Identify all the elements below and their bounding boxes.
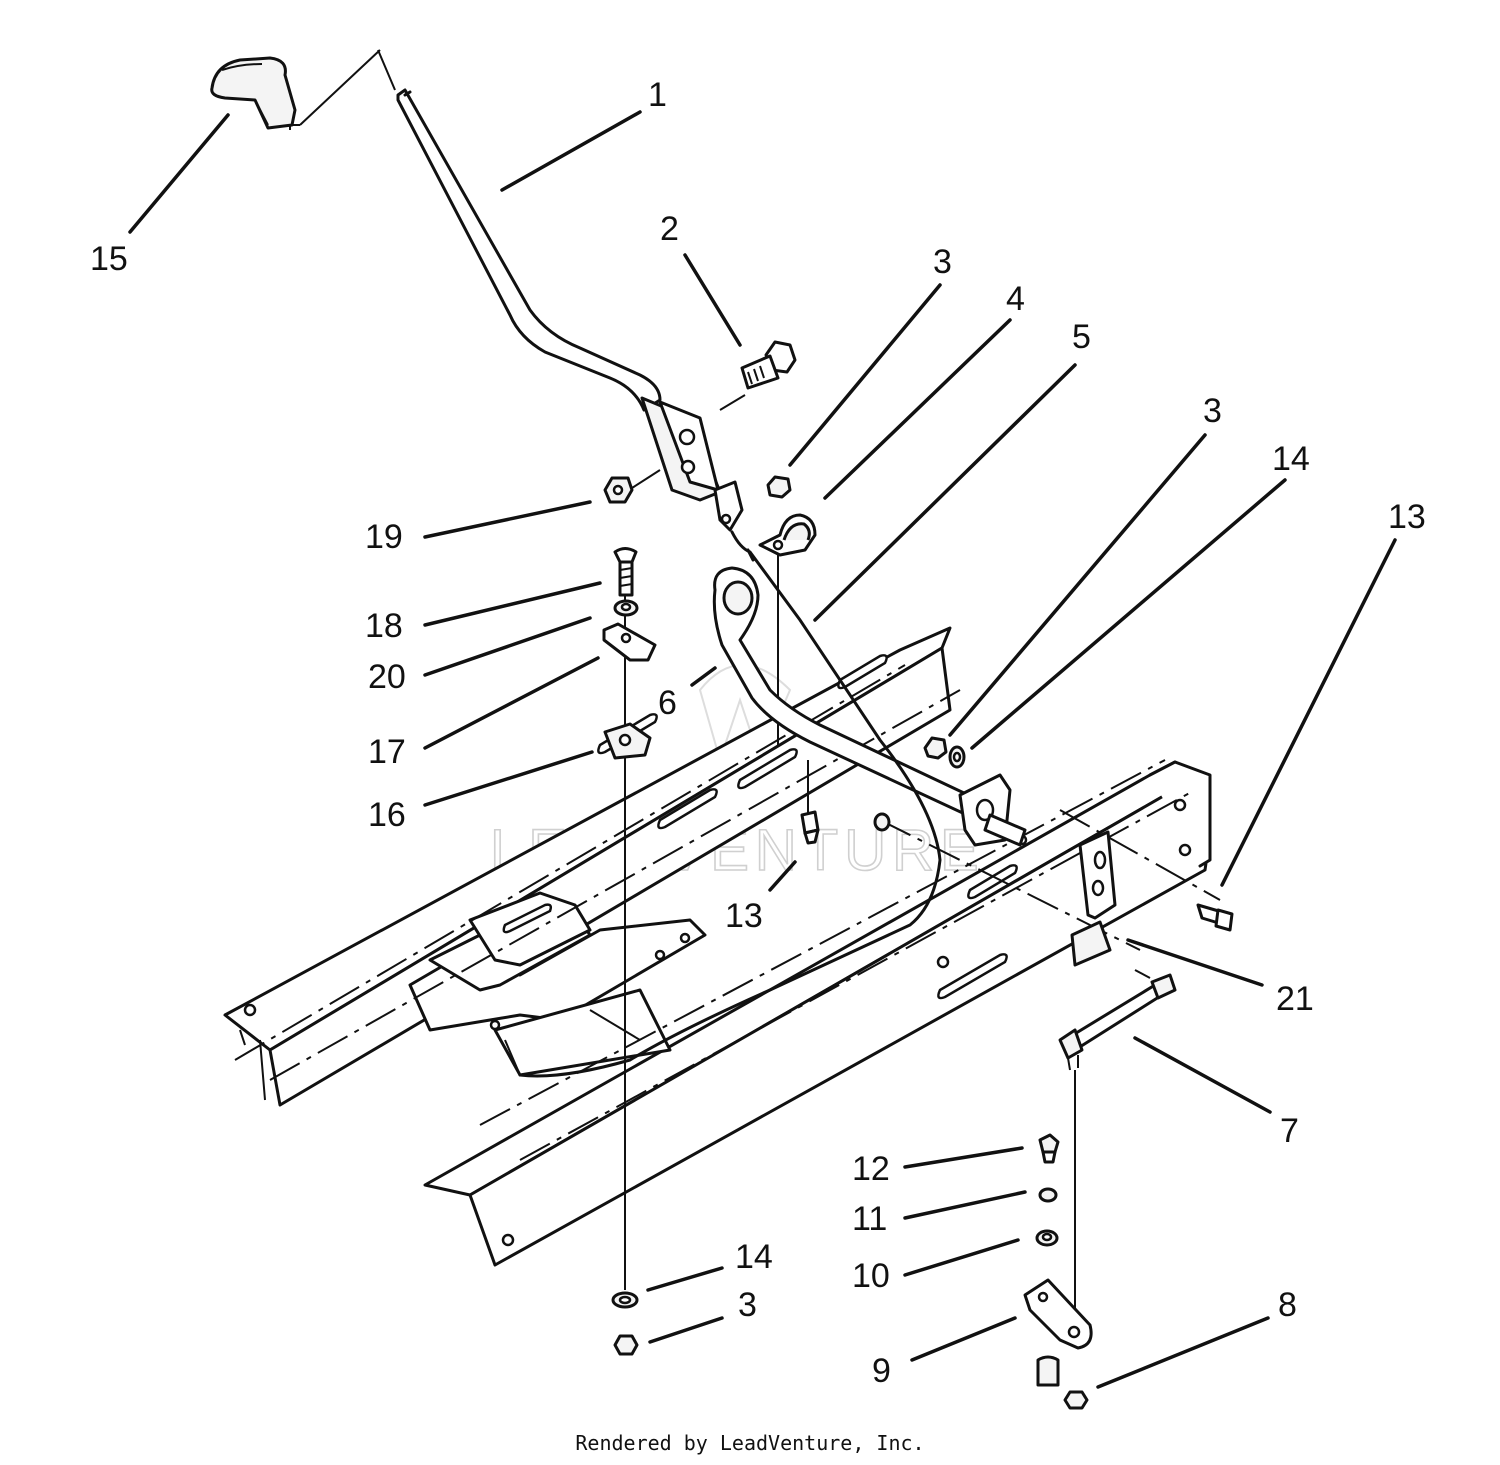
- rail-bracket: [1070, 830, 1117, 967]
- lever-knob: [210, 56, 297, 130]
- callout-11: 11: [852, 1200, 887, 1238]
- hex-nut-19: [603, 469, 661, 504]
- washer-center: [873, 812, 891, 832]
- hex-nut-8: [1063, 1390, 1089, 1410]
- callout-2: 2: [660, 210, 679, 248]
- lift-arm: [712, 566, 1027, 847]
- carriage-bolt-stack: [602, 547, 657, 760]
- hex-nut-3a: [766, 475, 792, 499]
- callout-14: 14: [735, 1238, 773, 1276]
- callout-6: 6: [658, 684, 677, 722]
- footer-credit: Rendered by LeadVenture, Inc.: [575, 1431, 924, 1455]
- callout-9: 9: [872, 1352, 891, 1390]
- callout-12: 12: [852, 1150, 890, 1188]
- washer-14b: [611, 1291, 639, 1309]
- callout-18: 18: [365, 607, 403, 645]
- lift-lever-rod: [289, 49, 662, 412]
- callout-3: 3: [1203, 392, 1222, 430]
- callout-4: 4: [1006, 280, 1025, 318]
- callouts: 1 2 3 4 5 3 14 13 15 19 18 20 17 16 6 13…: [90, 76, 1426, 1390]
- washer-10: [1035, 1229, 1059, 1247]
- bolt-12: [1038, 1133, 1060, 1164]
- callout-15: 15: [90, 240, 128, 278]
- link-plate: [1023, 1278, 1093, 1387]
- callout-7: 7: [1280, 1112, 1299, 1150]
- lift-cable: [518, 530, 942, 1078]
- callout-13: 13: [725, 897, 763, 935]
- right-frame-rail: [423, 760, 1212, 1267]
- bolt-13-center: [800, 810, 820, 845]
- callout-3: 3: [738, 1286, 757, 1324]
- callout-14: 14: [1272, 440, 1310, 478]
- callout-8: 8: [1278, 1286, 1297, 1324]
- cross-member-plate: [408, 891, 707, 1077]
- shoulder-bolt: [740, 340, 797, 390]
- washer-14a: [948, 745, 966, 769]
- callout-13: 13: [1388, 498, 1426, 536]
- lever-mounting-plate: [640, 394, 746, 532]
- leader-lines: [128, 110, 1397, 1389]
- callout-17: 17: [368, 733, 406, 771]
- callout-5: 5: [1072, 318, 1091, 356]
- callout-16: 16: [368, 796, 406, 834]
- callout-19: 19: [365, 518, 403, 556]
- lock-washer-11: [1038, 1187, 1058, 1203]
- hex-nut-3b: [923, 736, 948, 760]
- adjustment-rod: [1058, 969, 1177, 1071]
- hex-nut-3c: [613, 1334, 639, 1356]
- bolt-13-right: [1196, 903, 1234, 932]
- cable-clamp: [758, 513, 817, 557]
- callout-10: 10: [852, 1257, 890, 1295]
- callout-20: 20: [368, 658, 406, 696]
- callout-3: 3: [933, 243, 952, 281]
- callout-1: 1: [648, 76, 667, 114]
- callout-21: 21: [1276, 980, 1314, 1018]
